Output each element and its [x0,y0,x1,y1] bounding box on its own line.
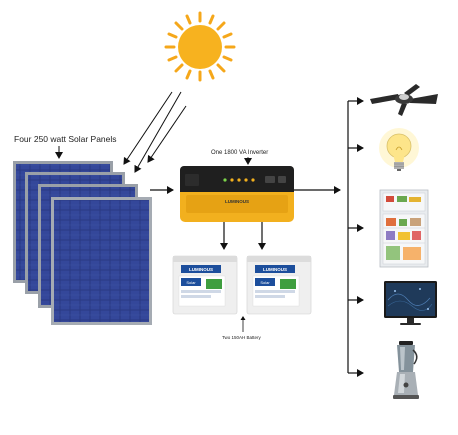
battery-icon: LUMINOUS Solar [172,255,238,315]
battery-2-brand: LUMINOUS [263,267,287,272]
inverter-icon: LUMINOUS [180,166,294,222]
battery-1-sub: Solar [186,280,196,285]
solar-panels-label: Four 250 watt Solar Panels [14,134,117,144]
battery-icon: LUMINOUS Solar [246,255,312,315]
solar-panel-4 [51,197,152,325]
solar-panel-icon [13,161,152,325]
battery-1-brand: LUMINOUS [189,267,213,272]
ceiling-fan-icon [370,84,438,116]
battery-2-sub: Solar [260,280,270,285]
sunlight-arrows [123,91,187,173]
refrigerator-icon [379,189,429,268]
light-bulb-icon [379,128,419,171]
monitor-icon [384,281,437,325]
blender-icon [393,341,419,399]
arrows-to-appliances [348,97,364,377]
inverter-brand: LUMINOUS [225,199,249,204]
sun-icon [164,11,236,82]
inverter-label: One 1800 VA Inverter [211,150,269,156]
battery-label: Two 150AH Battery [222,335,261,340]
arrows-inverter-to-batteries [220,222,266,250]
